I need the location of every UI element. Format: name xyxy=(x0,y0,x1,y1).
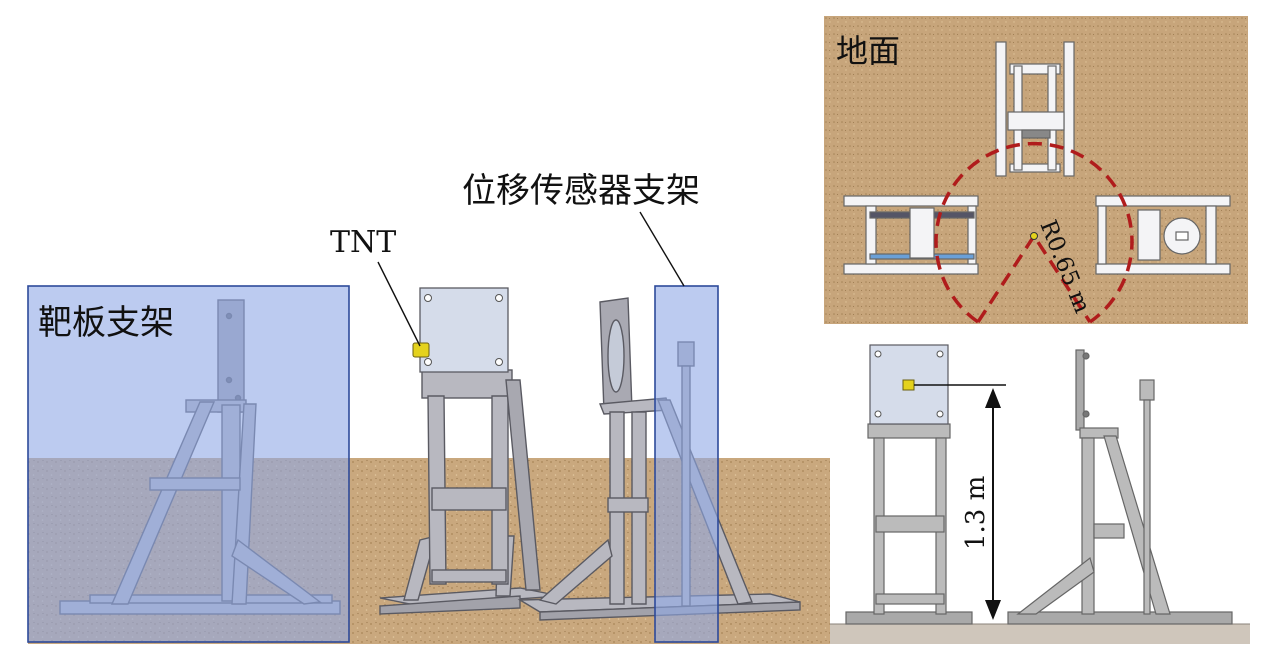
plan-frame-right xyxy=(1095,195,1231,275)
tnt-leader-line xyxy=(377,261,421,347)
plan-frame-left xyxy=(843,195,979,275)
sensor-frame-label: 位移传感器支架 xyxy=(462,171,700,211)
dimension-arrow-icon xyxy=(985,388,1001,620)
blast-frame xyxy=(379,369,561,615)
plan-frame-top xyxy=(995,41,1075,177)
target-frame-label: 靶板支架 xyxy=(38,303,174,343)
tnt-charge-icon xyxy=(412,342,430,358)
plate-bolts xyxy=(424,294,503,366)
radius-circle xyxy=(934,141,1134,324)
front-view-ground xyxy=(830,624,1250,644)
main-3d-scene: 靶板支架 TNT xyxy=(27,171,830,644)
sensor-leader-line xyxy=(639,211,685,287)
sensor-frame-highlight xyxy=(654,285,719,643)
plan-tnt-marker xyxy=(1030,232,1038,240)
target-frame-highlight xyxy=(27,285,350,643)
ground-plan-view: 地面 xyxy=(824,16,1248,324)
tnt-label: TNT xyxy=(330,225,396,260)
front-plate-bolts xyxy=(874,350,944,418)
radius-lines xyxy=(976,232,1092,323)
ground-label: 地面 xyxy=(836,32,900,70)
blast-target-plate xyxy=(419,287,509,373)
front-frame-left xyxy=(845,423,973,625)
front-tnt-icon xyxy=(902,379,915,391)
front-frame-right xyxy=(1007,349,1233,625)
height-label: 1.3 m xyxy=(961,476,991,550)
front-view: 1.3 m xyxy=(830,344,1250,644)
